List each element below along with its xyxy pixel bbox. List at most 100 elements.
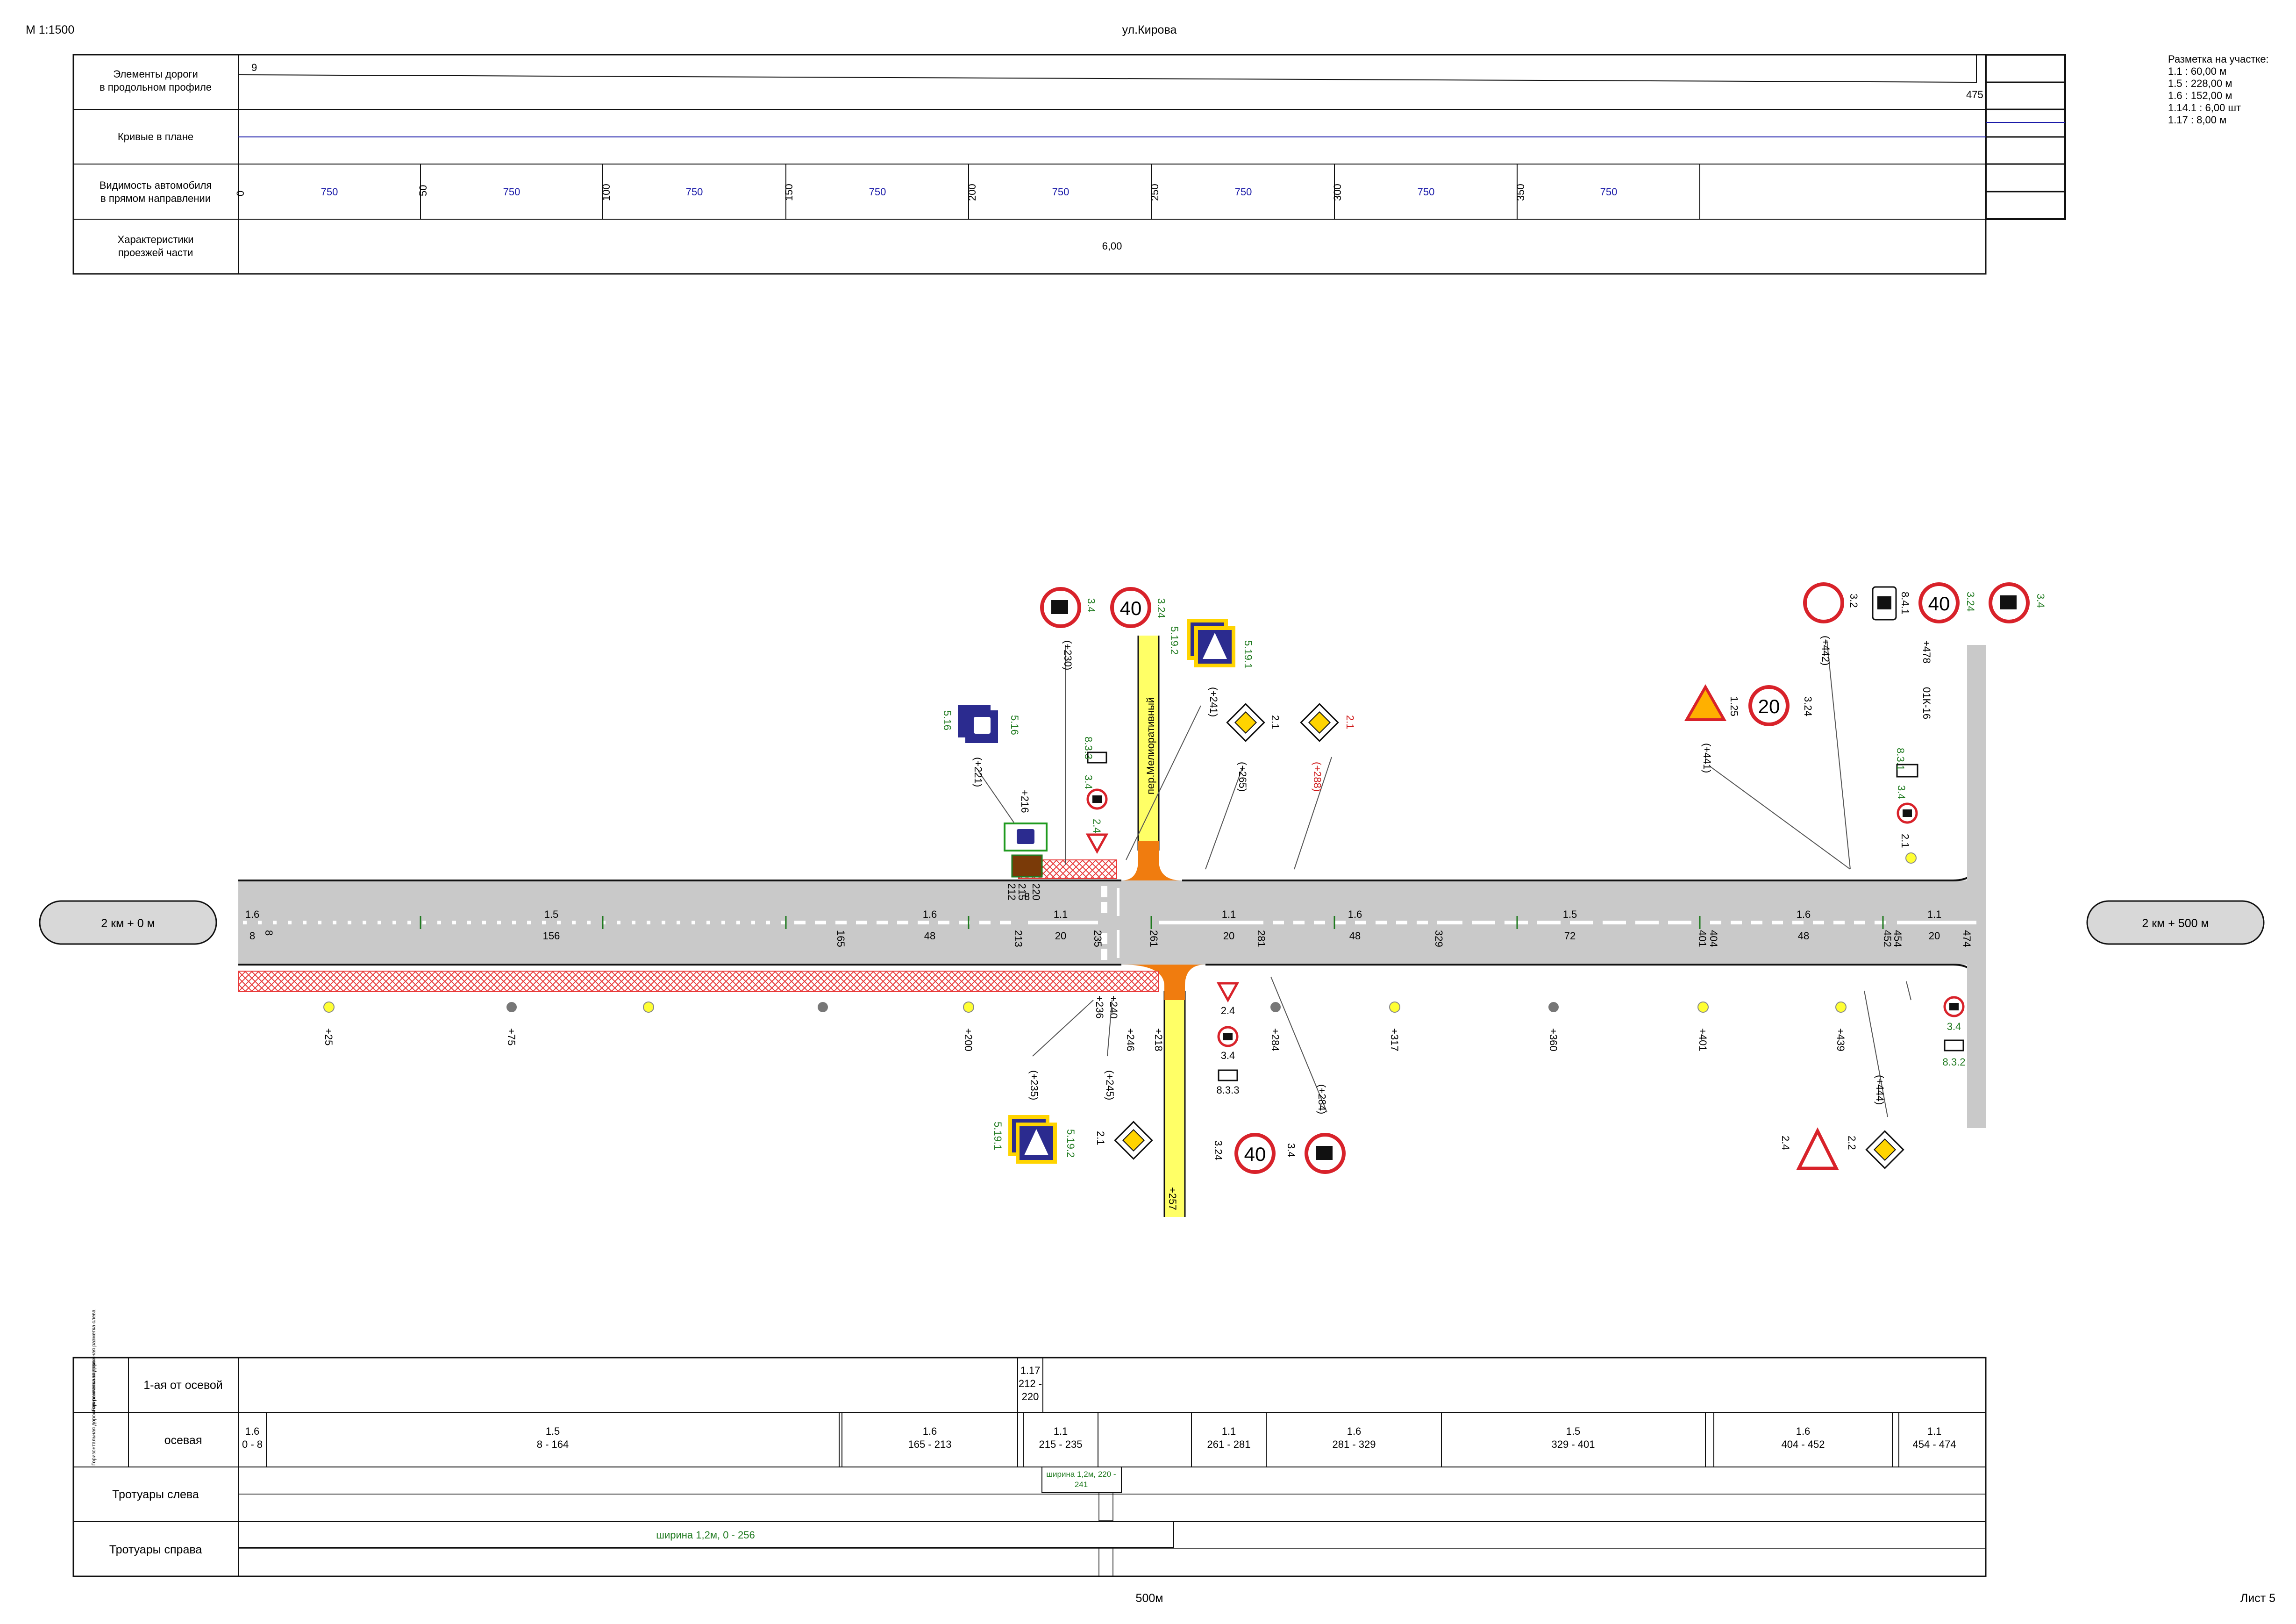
- axis-pk: 8: [1024, 891, 1030, 902]
- sign-pk: +478: [1921, 640, 1932, 664]
- axis-pk: 401: [1697, 930, 1708, 947]
- no-entry-sign-icon: [1803, 582, 1844, 623]
- cell-type: 1.5: [1566, 1425, 1581, 1437]
- sign-code: 2.1: [1269, 715, 1281, 730]
- sign-code: 5.19.1: [1242, 640, 1254, 669]
- yield-sign-icon: [1085, 833, 1109, 854]
- axis-labels: 1.6 8 1.5 156 1.6 48 1.1 20 1.1 20 1.6 4…: [245, 909, 1942, 942]
- pk-label: +200: [963, 1028, 974, 1052]
- plate-sign-icon: [1087, 751, 1107, 764]
- sign-code: 8.3.3: [1083, 737, 1094, 759]
- speed-limit-sign-icon: [1748, 685, 1790, 726]
- cell-range: 165 - 213: [908, 1438, 952, 1450]
- speed-limit-value: 40: [1928, 593, 1950, 615]
- cell-type: 1.1: [1927, 1425, 1942, 1437]
- pk-label: +317: [1389, 1028, 1400, 1052]
- sign-code: 2.4: [1091, 819, 1103, 833]
- pk-label: +246: [1125, 1028, 1136, 1052]
- axis-type: 1.5: [544, 909, 559, 920]
- visibility-value: 750: [1052, 186, 1070, 198]
- visibility-value: 750: [503, 186, 521, 198]
- axis-pk: 235: [1092, 930, 1104, 947]
- speed-limit-sign-icon: [1918, 582, 1960, 623]
- axis-type: 1.6: [1797, 909, 1811, 920]
- start-chainage: 2 км + 0 м: [101, 917, 155, 930]
- axis-len: 156: [543, 930, 560, 942]
- visibility-pk: 250: [1149, 184, 1161, 201]
- sign-code: 3.4: [1085, 598, 1097, 613]
- bus-icon: [1017, 829, 1034, 844]
- bottom-pk-labels: +25 +75 +200 +236 +240 +246 +218 +284 +3…: [323, 995, 1847, 1210]
- sign-code: 8.3.1: [1895, 748, 1906, 771]
- row1-type: 1.17: [1020, 1365, 1041, 1376]
- row1-label: 1-ая от осевой: [143, 1379, 223, 1392]
- axis-pk: 281: [1255, 930, 1267, 947]
- marking-summary-line: 1.5 : 228,00 м: [2168, 78, 2232, 89]
- marking-summary-line: 1.14.1 : 6,00 шт: [2168, 102, 2241, 114]
- street-name: ул.Кирова: [1122, 23, 1177, 36]
- pk-label: +25: [323, 1028, 335, 1045]
- speed-limit-sign-icon: [1110, 587, 1151, 628]
- axis-len: 48: [1349, 930, 1361, 942]
- axis-pk: 215: [1016, 883, 1028, 901]
- axis-len: 72: [1564, 930, 1576, 942]
- sidewalk-right-label: Тротуары справа: [109, 1543, 202, 1556]
- sign-pk: (+235): [1028, 1070, 1040, 1100]
- carriageway-width: 6,00: [1102, 240, 1122, 252]
- sign-code: 5.19.2: [1065, 1129, 1077, 1158]
- sign-pk: (+442): [1820, 636, 1832, 665]
- sign-code: 3.4: [1083, 775, 1094, 789]
- axis-len: 20: [1223, 930, 1234, 942]
- roadworks-sign-icon: [1684, 684, 1727, 721]
- visibility-pk: 100: [600, 184, 612, 201]
- cell-range: 281 - 329: [1333, 1438, 1376, 1450]
- axis-pk: 261: [1148, 930, 1160, 947]
- axis-pk: 212: [1006, 883, 1018, 901]
- speed-limit-value: 20: [1758, 695, 1780, 717]
- top-table: [72, 54, 2066, 275]
- axis-pk: 474: [1961, 930, 1973, 947]
- sign-code: 2.1: [1899, 834, 1911, 848]
- pk-label: +360: [1547, 1028, 1559, 1052]
- axis-len: 48: [1798, 930, 1809, 942]
- sign-code: 1.25: [1728, 696, 1740, 716]
- sign-code: 2.4: [1780, 1136, 1791, 1150]
- sign-code: 3.4: [1947, 1021, 1961, 1032]
- axis-pk: 329: [1433, 930, 1445, 947]
- cell-range: 0 - 8: [242, 1438, 263, 1450]
- row-label-curves: Кривые в плане: [118, 131, 193, 143]
- sign-code: 3.24: [1155, 598, 1167, 618]
- axis-len: 48: [924, 930, 935, 942]
- axis-type: 1.6: [245, 909, 260, 920]
- sign-code: 2.1: [1095, 1131, 1106, 1145]
- axis-type: 1.1: [1927, 909, 1942, 920]
- marking-summary-line: 1.17 : 8,00 м: [2168, 114, 2226, 126]
- row2-label: осевая: [164, 1434, 202, 1447]
- pk-label: +240: [1108, 995, 1119, 1019]
- sign-code: 5.19.2: [1169, 626, 1180, 655]
- left-marking-caption: Горизонтальная дорожная разметка слева: [91, 1309, 97, 1411]
- pk-label: +218: [1153, 1028, 1164, 1052]
- sidewalk-left-label: Тротуары слева: [112, 1488, 199, 1501]
- road-code: 01К-16: [1921, 687, 1932, 719]
- pk-label: +257: [1167, 1187, 1178, 1210]
- sheet-number: Лист 5: [2240, 1592, 2275, 1605]
- pk-label: +284: [1269, 1028, 1281, 1052]
- sign-code: 5.16: [941, 710, 953, 730]
- visibility-value: 750: [1600, 186, 1618, 198]
- end-marker: 2 км + 500 м: [2086, 900, 2265, 945]
- sign-pk: (+265): [1237, 762, 1248, 792]
- section-length: 500м: [1136, 1592, 1163, 1605]
- visibility-value: 750: [869, 186, 886, 198]
- sign-code: 8.3.2: [1943, 1056, 1966, 1068]
- marking-summary-line: 1.6 : 152,00 м: [2168, 90, 2232, 101]
- profile-start: 9: [251, 62, 257, 73]
- cell-type: 1.6: [1347, 1425, 1362, 1437]
- poles: [323, 852, 1917, 1013]
- marking-summary-title: Разметка на участке:: [2168, 53, 2269, 65]
- sign-code: 5.16: [1009, 715, 1020, 735]
- pk-label: +216: [1019, 790, 1031, 813]
